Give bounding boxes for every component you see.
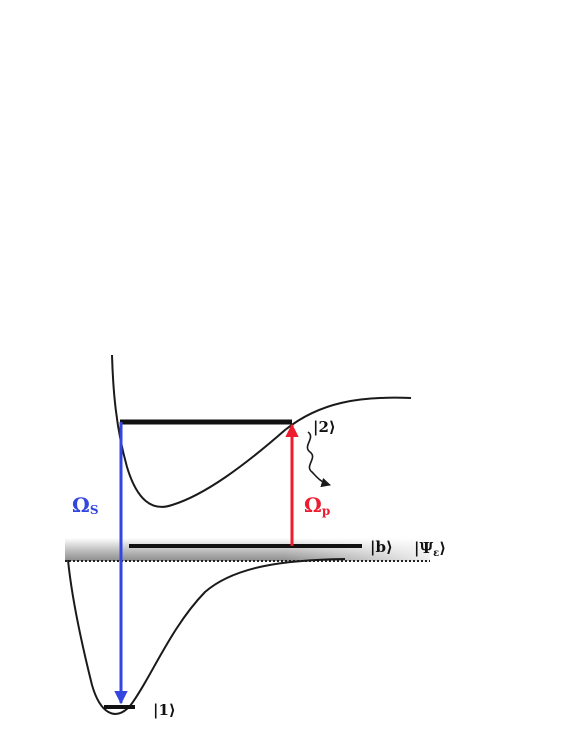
svg-text:|2⟩: |2⟩: [313, 418, 336, 436]
ground-state-potential-curve: [67, 558, 346, 715]
stokes-rabi-label: ΩS: [72, 493, 98, 517]
continuum-label: |Ψε⟩: [414, 539, 446, 559]
level-2-label: |2⟩: [313, 418, 336, 436]
level-b-label: |b⟩: [370, 538, 393, 556]
svg-text:|1⟩: |1⟩: [153, 701, 176, 719]
level-1-label: |1⟩: [153, 701, 176, 719]
svg-text:|b⟩: |b⟩: [370, 538, 393, 556]
pump-rabi-label: Ωp: [304, 493, 330, 518]
excited-state-potential-curve: [111, 354, 412, 508]
continuum-band: [65, 538, 430, 562]
decay-wavy-arrow: [306, 431, 331, 488]
